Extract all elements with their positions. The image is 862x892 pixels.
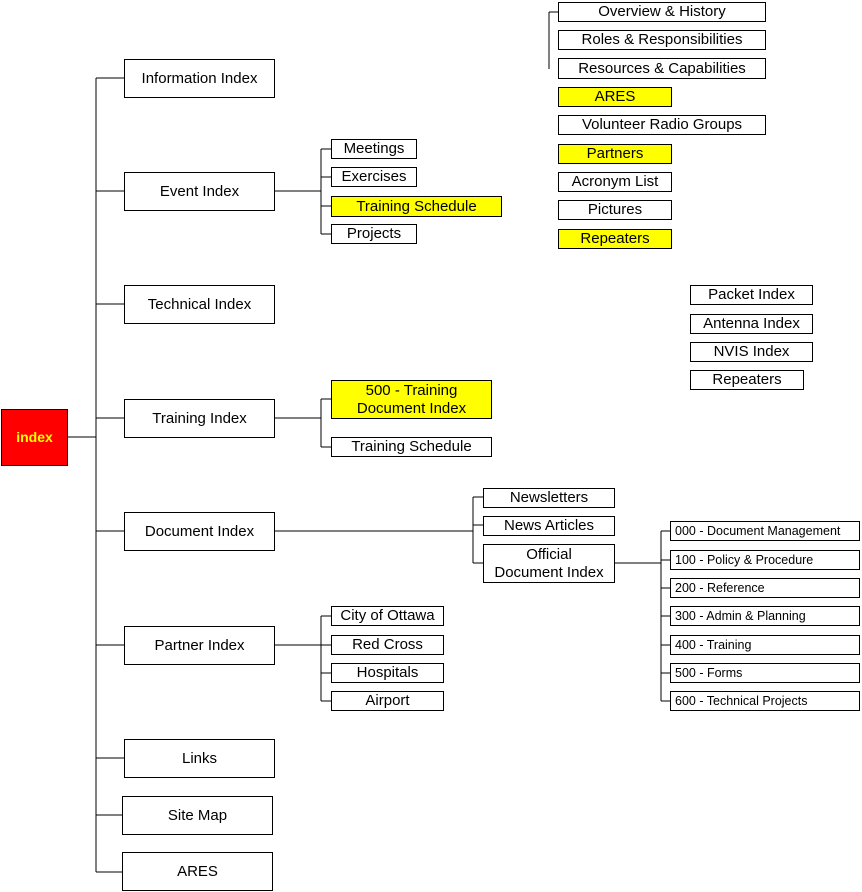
partner-child-red-cross[interactable]: Red Cross (331, 635, 444, 655)
node-label: Official Document Index (494, 546, 604, 581)
document-child-official-index[interactable]: Official Document Index (483, 544, 615, 583)
node-label: Document Index (144, 522, 255, 540)
node-label: Training Schedule (356, 197, 477, 215)
node-label: Red Cross (352, 636, 423, 654)
node-label: Repeaters (712, 371, 782, 389)
official-doc-200[interactable]: 200 - Reference (670, 578, 860, 598)
root-index-node[interactable]: index (1, 409, 68, 466)
node-label: Site Map (167, 806, 228, 824)
event-child-meetings[interactable]: Meetings (331, 139, 417, 159)
technical-page-repeaters[interactable]: Repeaters (690, 370, 804, 390)
node-label: Links (181, 749, 218, 767)
training-child-document-index[interactable]: 500 - Training Document Index (331, 380, 492, 419)
official-doc-100[interactable]: 100 - Policy & Procedure (670, 550, 860, 570)
ares-page-acronym-list[interactable]: Acronym List (558, 172, 672, 192)
node-label: Newsletters (509, 489, 589, 507)
links-node[interactable]: Links (124, 739, 275, 778)
node-label: 400 - Training (675, 637, 752, 652)
node-label: Meetings (343, 140, 405, 158)
site-map-node[interactable]: Site Map (122, 796, 273, 835)
official-doc-300[interactable]: 300 - Admin & Planning (670, 606, 860, 626)
node-label: NVIS Index (713, 343, 790, 361)
technical-page-nvis-index[interactable]: NVIS Index (690, 342, 813, 362)
node-label: Airport (365, 692, 410, 710)
node-label: Partners (586, 145, 644, 163)
node-label: Packet Index (708, 286, 795, 304)
node-label: Overview & History (598, 3, 726, 21)
node-label: Resources & Capabilities (578, 59, 746, 77)
node-label: ARES (177, 862, 218, 880)
node-label: ARES (594, 88, 636, 106)
ares-page-roles-responsibilities[interactable]: Roles & Responsibilities (558, 30, 766, 50)
partner-child-hospitals[interactable]: Hospitals (331, 663, 444, 683)
node-label: Exercises (341, 168, 407, 186)
ares-node[interactable]: ARES (122, 852, 273, 891)
node-label: Volunteer Radio Groups (581, 116, 743, 134)
technical-page-packet-index[interactable]: Packet Index (690, 285, 813, 305)
node-label: Event Index (159, 182, 240, 200)
partner-index-node[interactable]: Partner Index (124, 626, 275, 665)
official-doc-400[interactable]: 400 - Training (670, 635, 860, 655)
node-label: 000 - Document Management (675, 523, 841, 538)
node-label: Antenna Index (703, 315, 800, 333)
node-label: Hospitals (356, 664, 419, 682)
node-label: News Articles (503, 517, 595, 535)
node-label: 300 - Admin & Planning (675, 608, 806, 623)
ares-page-overview-history[interactable]: Overview & History (558, 2, 766, 22)
official-doc-600[interactable]: 600 - Technical Projects (670, 691, 860, 711)
node-label: Training Index (152, 409, 247, 427)
ares-page-ares[interactable]: ARES (558, 87, 672, 107)
event-index-node[interactable]: Event Index (124, 172, 275, 211)
ares-page-repeaters[interactable]: Repeaters (558, 229, 672, 249)
official-doc-000[interactable]: 000 - Document Management (670, 521, 860, 541)
event-child-projects[interactable]: Projects (331, 224, 417, 244)
node-label: Roles & Responsibilities (581, 31, 743, 49)
technical-index-node[interactable]: Technical Index (124, 285, 275, 324)
training-child-schedule[interactable]: Training Schedule (331, 437, 492, 457)
partner-child-airport[interactable]: Airport (331, 691, 444, 711)
node-label: Technical Index (147, 295, 252, 313)
node-label: Acronym List (571, 173, 659, 191)
technical-page-antenna-index[interactable]: Antenna Index (690, 314, 813, 334)
node-label: Partner Index (154, 636, 245, 654)
node-label: 200 - Reference (675, 580, 765, 595)
event-child-exercises[interactable]: Exercises (331, 167, 417, 187)
node-label: Repeaters (580, 230, 650, 248)
document-index-node[interactable]: Document Index (124, 512, 275, 551)
event-child-training-schedule[interactable]: Training Schedule (331, 196, 502, 217)
node-label: 500 - Training Document Index (356, 382, 467, 417)
node-label: 600 - Technical Projects (675, 693, 808, 708)
node-label: Pictures (587, 201, 643, 219)
node-label: City of Ottawa (340, 607, 435, 625)
root-index-label: index (16, 429, 53, 446)
document-child-news-articles[interactable]: News Articles (483, 516, 615, 536)
node-label: Training Schedule (351, 438, 472, 456)
training-index-node[interactable]: Training Index (124, 399, 275, 438)
node-label: Information Index (141, 69, 258, 87)
ares-page-pictures[interactable]: Pictures (558, 200, 672, 220)
ares-page-volunteer-radio-groups[interactable]: Volunteer Radio Groups (558, 115, 766, 135)
partner-child-city-of-ottawa[interactable]: City of Ottawa (331, 606, 444, 626)
node-label: Projects (346, 225, 402, 243)
ares-page-resources-capabilities[interactable]: Resources & Capabilities (558, 58, 766, 79)
information-index-node[interactable]: Information Index (124, 59, 275, 98)
node-label: 500 - Forms (675, 665, 743, 680)
ares-page-partners[interactable]: Partners (558, 144, 672, 164)
node-label: 100 - Policy & Procedure (675, 552, 814, 567)
official-doc-500[interactable]: 500 - Forms (670, 663, 860, 683)
document-child-newsletters[interactable]: Newsletters (483, 488, 615, 508)
